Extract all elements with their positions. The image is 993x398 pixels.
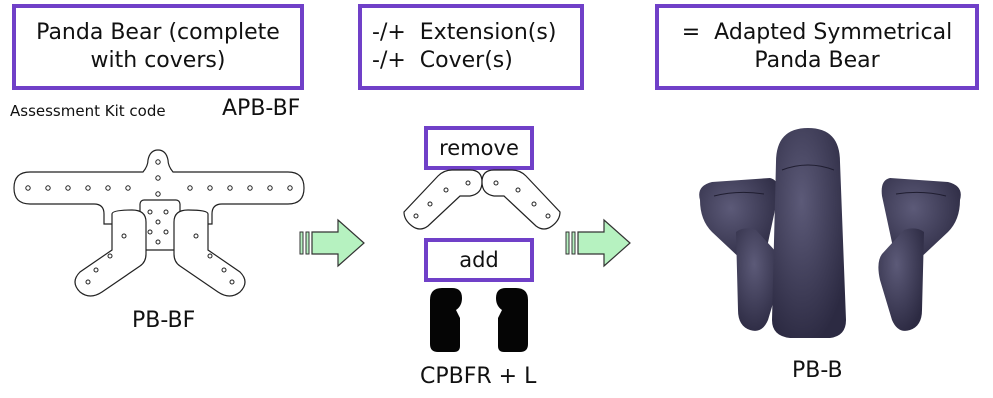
arrow-right-icon [299, 218, 365, 268]
remove-box: remove [424, 126, 534, 170]
box1-line2: with covers) [90, 48, 226, 73]
add-box: add [424, 238, 534, 282]
box2-line1: -/+ Extension(s) [372, 20, 557, 45]
add-label: add [459, 248, 499, 272]
box3-line2: Panda Bear [754, 48, 880, 73]
adapted-panda-bear-box: = Adapted Symmetrical Panda Bear [655, 4, 979, 90]
middle-caption: CPBFR + L [420, 364, 537, 389]
assessment-kit-code: APB-BF [222, 96, 301, 121]
right-caption: PB-B [792, 358, 843, 383]
assessment-kit-label: Assessment Kit code [10, 102, 166, 120]
arrow-right-icon [565, 218, 631, 268]
box2-line2: -/+ Cover(s) [372, 48, 513, 73]
extension-cover-box: -/+ Extension(s) -/+ Cover(s) [358, 4, 584, 90]
left-caption: PB-BF [132, 308, 196, 333]
panda-bear-complete-box: Panda Bear (complete with covers) [12, 4, 304, 90]
box3-line1: = Adapted Symmetrical [681, 20, 953, 45]
box1-line1: Panda Bear (complete [36, 20, 280, 45]
remove-label: remove [439, 136, 519, 160]
